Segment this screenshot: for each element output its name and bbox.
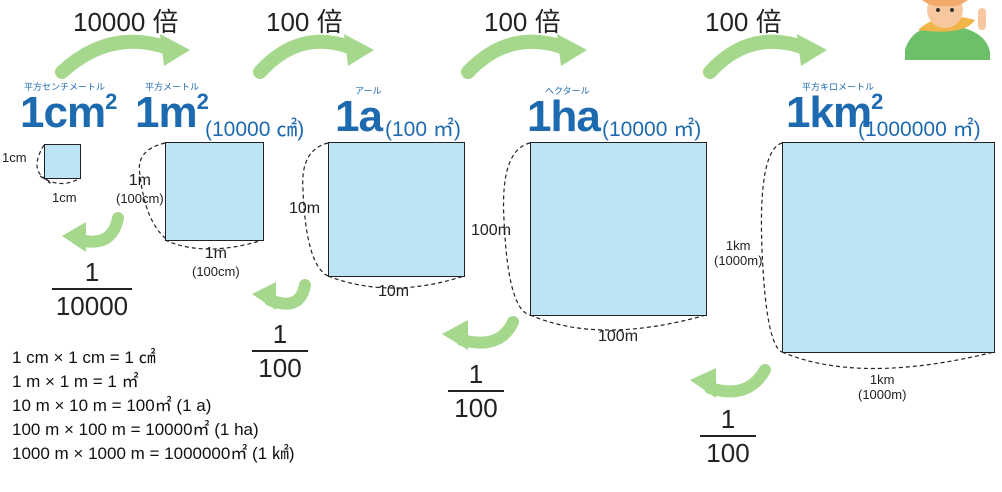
ruby-m2: 平方メートル bbox=[145, 82, 200, 92]
side-km-bottom-main: 1km bbox=[869, 372, 895, 387]
formula-list: 1 cm × 1 cm = 1 ㎠ 1 m × 1 m = 1 ㎡ 10 m ×… bbox=[12, 346, 295, 466]
unit-m2: 1m2 bbox=[135, 88, 209, 138]
fraction-2-numerator: 1 bbox=[272, 319, 288, 349]
ruby-ha: ヘクタール bbox=[545, 86, 590, 96]
ruby-cm2: 平方センチメートル bbox=[24, 82, 106, 92]
multiplier-100-a: 100 倍 bbox=[266, 7, 343, 37]
equiv-a: (100 ㎡) bbox=[385, 118, 461, 141]
fraction-4-numerator: 1 bbox=[720, 404, 736, 434]
unit-ha-label: 1ha bbox=[527, 92, 601, 141]
unit-km2: 1km2 bbox=[786, 88, 883, 138]
fraction-3-bar bbox=[448, 390, 504, 392]
unit-m2-exp: 2 bbox=[196, 89, 209, 114]
unit-a: 1a bbox=[335, 92, 383, 142]
fraction-4-bar bbox=[700, 435, 756, 437]
fraction-2-denominator: 100 bbox=[258, 352, 302, 383]
unit-ha: 1ha bbox=[527, 92, 601, 142]
side-m-bottom-main: 1m bbox=[204, 245, 227, 262]
formula-line: 1000 m × 1000 m = 1000000㎡ (1 ㎢) bbox=[12, 444, 295, 463]
square-1m2 bbox=[165, 142, 264, 241]
unit-a-label: 1a bbox=[335, 92, 383, 141]
ruby-a: アール bbox=[355, 86, 382, 96]
side-km-left-main: 1km bbox=[725, 238, 751, 253]
side-m-left-main: 1m bbox=[128, 172, 151, 189]
unit-km2-label: 1km bbox=[786, 88, 872, 137]
unit-cm2: 1cm2 bbox=[20, 88, 117, 138]
formula-line: 1 cm × 1 cm = 1 ㎠ bbox=[12, 348, 156, 367]
side-m-bottom-sub: (100cm) bbox=[192, 264, 240, 279]
side-cm-left: 1cm bbox=[2, 150, 27, 165]
formula-line: 100 m × 100 m = 10000㎡ (1 ha) bbox=[12, 420, 259, 439]
unit-cm2-exp: 2 bbox=[105, 89, 117, 114]
arrow-100x-km bbox=[703, 34, 812, 79]
side-cm-bottom: 1cm bbox=[52, 190, 77, 205]
dashed-outlines bbox=[36, 142, 995, 370]
side-km-bottom-sub: (1000m) bbox=[858, 387, 907, 402]
arrow-100x-ha bbox=[461, 34, 572, 79]
unit-km2-exp: 2 bbox=[871, 89, 883, 114]
multiplier-100-ha: 100 倍 bbox=[484, 7, 561, 37]
equiv-km2: (1000000 ㎡) bbox=[858, 118, 981, 141]
fraction-1-10000: 1 10000 bbox=[52, 258, 132, 320]
side-km-left-sub: (1000m) bbox=[714, 253, 763, 268]
ruby-km2: 平方キロメートル bbox=[802, 82, 875, 92]
unit-m2-label: 1m bbox=[135, 88, 198, 137]
multiplier-10000: 10000 倍 bbox=[73, 7, 179, 37]
fraction-3-100: 1 100 bbox=[448, 360, 504, 422]
square-1a bbox=[328, 142, 465, 277]
multiplier-arrowheads bbox=[160, 34, 827, 66]
fraction-1-numerator: 1 bbox=[84, 257, 100, 287]
formula-line: 10 m × 10 m = 100㎡ (1 a) bbox=[12, 396, 212, 415]
reduction-arrowheads bbox=[62, 222, 716, 398]
arrow-100x-a bbox=[253, 34, 359, 79]
equiv-m2: (10000 ㎠) bbox=[205, 118, 305, 141]
side-m-left-sub: (100cm) bbox=[116, 191, 164, 206]
side-a-left: 10m bbox=[289, 200, 321, 217]
side-a-bottom: 10m bbox=[378, 283, 410, 300]
fraction-3-numerator: 1 bbox=[468, 359, 484, 389]
side-km-left: 1km (1000m) bbox=[714, 238, 762, 268]
square-1km2 bbox=[782, 142, 995, 353]
fraction-3-denominator: 100 bbox=[454, 392, 498, 423]
side-ha-bottom: 100m bbox=[598, 328, 639, 345]
fraction-2-bar bbox=[252, 350, 308, 352]
fraction-4-denominator: 100 bbox=[706, 437, 750, 468]
fraction-1-bar bbox=[52, 288, 132, 290]
side-ha-left: 100m bbox=[471, 222, 512, 239]
unit-cm2-label: 1cm bbox=[20, 88, 106, 137]
square-1cm2 bbox=[44, 144, 81, 179]
multiplier-100-km: 100 倍 bbox=[705, 7, 782, 37]
formula-line: 1 m × 1 m = 1 ㎡ bbox=[12, 372, 139, 391]
side-m-bottom: 1m (100cm) bbox=[192, 245, 240, 281]
side-m-left: 1m (100cm) bbox=[116, 172, 164, 208]
character-illustration bbox=[905, 0, 990, 60]
equiv-ha: (10000 ㎡) bbox=[602, 118, 702, 141]
multiplier-arrows bbox=[55, 34, 812, 79]
arrow-10000x bbox=[55, 34, 175, 79]
side-km-bottom: 1km (1000m) bbox=[858, 372, 906, 402]
fraction-2-100: 1 100 bbox=[252, 320, 308, 382]
square-1ha bbox=[530, 142, 707, 316]
fraction-1-denominator: 10000 bbox=[55, 290, 129, 321]
fraction-4-100: 1 100 bbox=[700, 405, 756, 467]
